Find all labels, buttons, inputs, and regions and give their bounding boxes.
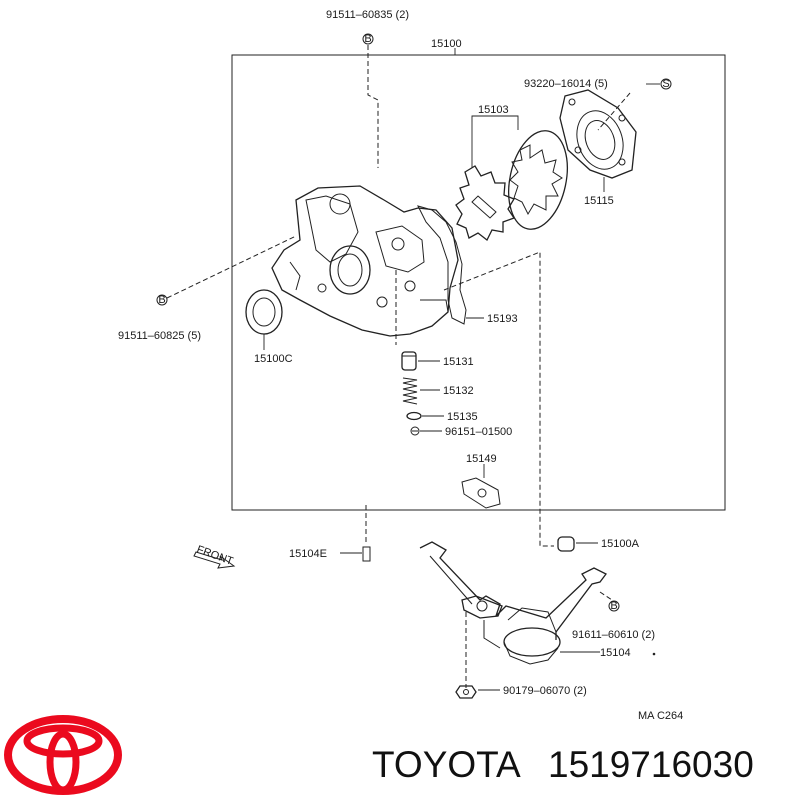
pump-cover — [559, 89, 637, 179]
label-snap-ring: 96151–01500 — [445, 426, 512, 438]
retainer — [406, 411, 422, 421]
toyota-logo — [4, 715, 122, 795]
small-gasket — [461, 477, 501, 509]
bushing — [557, 536, 575, 552]
screw-leader — [597, 92, 631, 131]
assembly-frame — [231, 54, 726, 511]
label-cover: 15115 — [584, 195, 614, 207]
outer-rotor — [508, 130, 568, 230]
bushing-leader — [443, 251, 554, 547]
label-relief-valve: 15131 — [443, 356, 474, 368]
front-gasket — [417, 205, 467, 325]
front-arrow-icon: FRONT — [193, 544, 236, 569]
relief-spring — [402, 377, 418, 405]
brand-name: TOYOTA — [372, 744, 521, 785]
strainer-bolt-leader — [599, 591, 613, 601]
nut — [455, 685, 477, 699]
label-pin: 15104E — [289, 548, 327, 560]
top-bolt-marker: B — [362, 33, 374, 45]
part-number: 1519716030 — [548, 744, 754, 785]
screw-marker: S — [660, 78, 672, 90]
label-small-gasket: 15149 — [466, 453, 497, 465]
svg-text:FRONT: FRONT — [195, 544, 235, 568]
svg-text:B: B — [158, 294, 165, 306]
svg-text:S: S — [662, 78, 669, 90]
label-nut: 90179–06070 (2) — [503, 685, 587, 697]
label-spring: 15132 — [443, 385, 474, 397]
inner-rotor-gear — [455, 165, 515, 241]
pin — [362, 546, 371, 562]
left-bolt-marker: B — [156, 294, 168, 306]
stray-dot — [652, 652, 656, 656]
label-diagram-code: MA C264 — [638, 710, 683, 722]
label-strainer: 15104 — [600, 647, 631, 659]
label-screw: 93220–16014 (5) — [524, 78, 608, 90]
snap-ring — [410, 426, 420, 436]
label-top-bolt: 91511–60835 (2) — [326, 9, 409, 21]
oil-seal — [245, 289, 283, 335]
label-assembly: 15100 — [431, 38, 462, 50]
oil-strainer — [419, 541, 607, 665]
label-front-gasket: 15193 — [487, 313, 518, 325]
label-rotor-set: 15103 — [478, 104, 509, 116]
top-bolt-leader — [367, 45, 379, 168]
strainer-bolt-marker: B — [608, 600, 620, 612]
svg-text:B: B — [610, 600, 617, 612]
rotor-bracket — [471, 115, 519, 130]
label-bushing: 15100A — [601, 538, 640, 550]
pump-body — [271, 185, 459, 337]
relief-valve — [401, 351, 417, 371]
label-oil-seal: 15100C — [254, 353, 293, 365]
svg-text:B: B — [364, 33, 371, 45]
label-retainer: 15135 — [447, 411, 478, 423]
label-left-bolt: 91511–60825 (5) — [118, 330, 201, 342]
label-strainer-bolt: 91611–60610 (2) — [572, 629, 655, 641]
